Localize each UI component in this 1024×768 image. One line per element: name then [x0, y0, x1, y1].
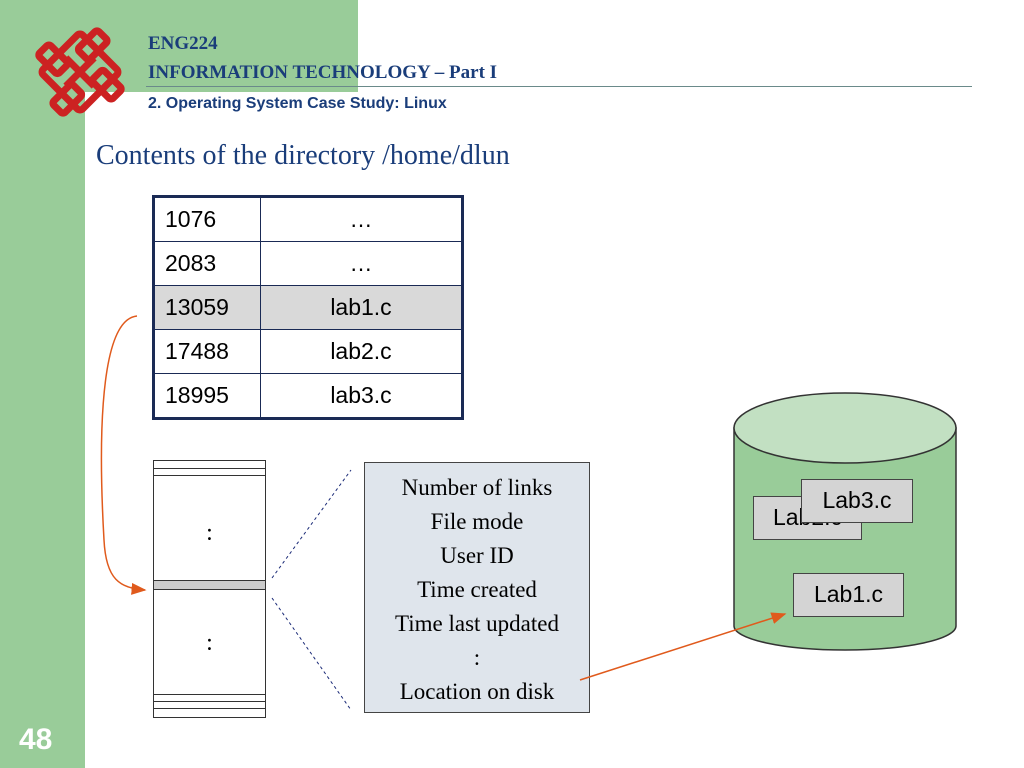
disk-file-lab1: Lab1.c	[793, 573, 904, 617]
inode-number-cell: 17488	[153, 329, 261, 374]
attr-time-last-updated: Time last updated	[395, 611, 559, 636]
inode-row-line	[154, 694, 265, 695]
inode-table: : :	[153, 460, 266, 718]
inode-row-line	[154, 468, 265, 469]
disk-top	[733, 392, 957, 464]
inode-row-line	[154, 708, 265, 709]
file-name-cell: lab2.c	[260, 329, 463, 374]
file-name-cell: …	[260, 196, 463, 242]
inode-row-line	[154, 701, 265, 702]
left-sidebar	[0, 0, 85, 768]
university-logo-icon	[35, 27, 125, 117]
course-title: INFORMATION TECHNOLOGY – Part I	[148, 62, 498, 83]
attr-time-created: Time created	[417, 577, 537, 602]
inode-highlighted-entry	[154, 580, 265, 590]
table-row: 1076 …	[153, 196, 463, 242]
file-name-cell: …	[260, 241, 463, 286]
table-row: 17488 lab2.c	[153, 329, 463, 374]
inode-ellipsis-lower: :	[206, 630, 213, 656]
file-name-cell: lab1.c	[260, 285, 463, 330]
header-divider	[146, 86, 972, 87]
inode-number-cell: 18995	[153, 373, 261, 419]
table-row: 2083 …	[153, 241, 463, 286]
inode-number-cell: 2083	[153, 241, 261, 286]
file-name-cell: lab3.c	[260, 373, 463, 419]
header-band	[85, 0, 358, 92]
attr-ellipsis: :	[473, 645, 481, 670]
table-row: 18995 lab3.c	[153, 373, 463, 419]
location-to-disk-arrow	[579, 612, 787, 681]
lecture-subtitle: 2. Operating System Case Study: Linux	[148, 95, 447, 112]
detail-guide-lower	[271, 597, 352, 711]
page-number: 48	[19, 723, 53, 756]
slide-title: Contents of the directory /home/dlun	[96, 140, 510, 171]
attr-number-of-links: Number of links	[401, 475, 553, 500]
inode-ellipsis-upper: :	[206, 520, 213, 546]
attr-file-mode: File mode	[430, 509, 524, 534]
attr-user-id: User ID	[440, 543, 514, 568]
inode-number-cell: 1076	[153, 196, 261, 242]
disk-file-lab3: Lab3.c	[801, 479, 913, 523]
inode-row-line	[154, 475, 265, 476]
course-code: ENG224	[148, 33, 218, 54]
inode-attributes-box: Number of links File mode User ID Time c…	[364, 462, 590, 713]
attr-location-on-disk: Location on disk	[399, 679, 555, 704]
directory-to-inode-arrow	[100, 315, 147, 595]
inode-number-cell: 13059	[153, 285, 261, 330]
detail-guide-upper	[271, 469, 352, 579]
directory-table: 1076 … 2083 … 13059 lab1.c 17488 lab2.c …	[152, 195, 464, 420]
table-row-highlighted: 13059 lab1.c	[153, 285, 463, 330]
